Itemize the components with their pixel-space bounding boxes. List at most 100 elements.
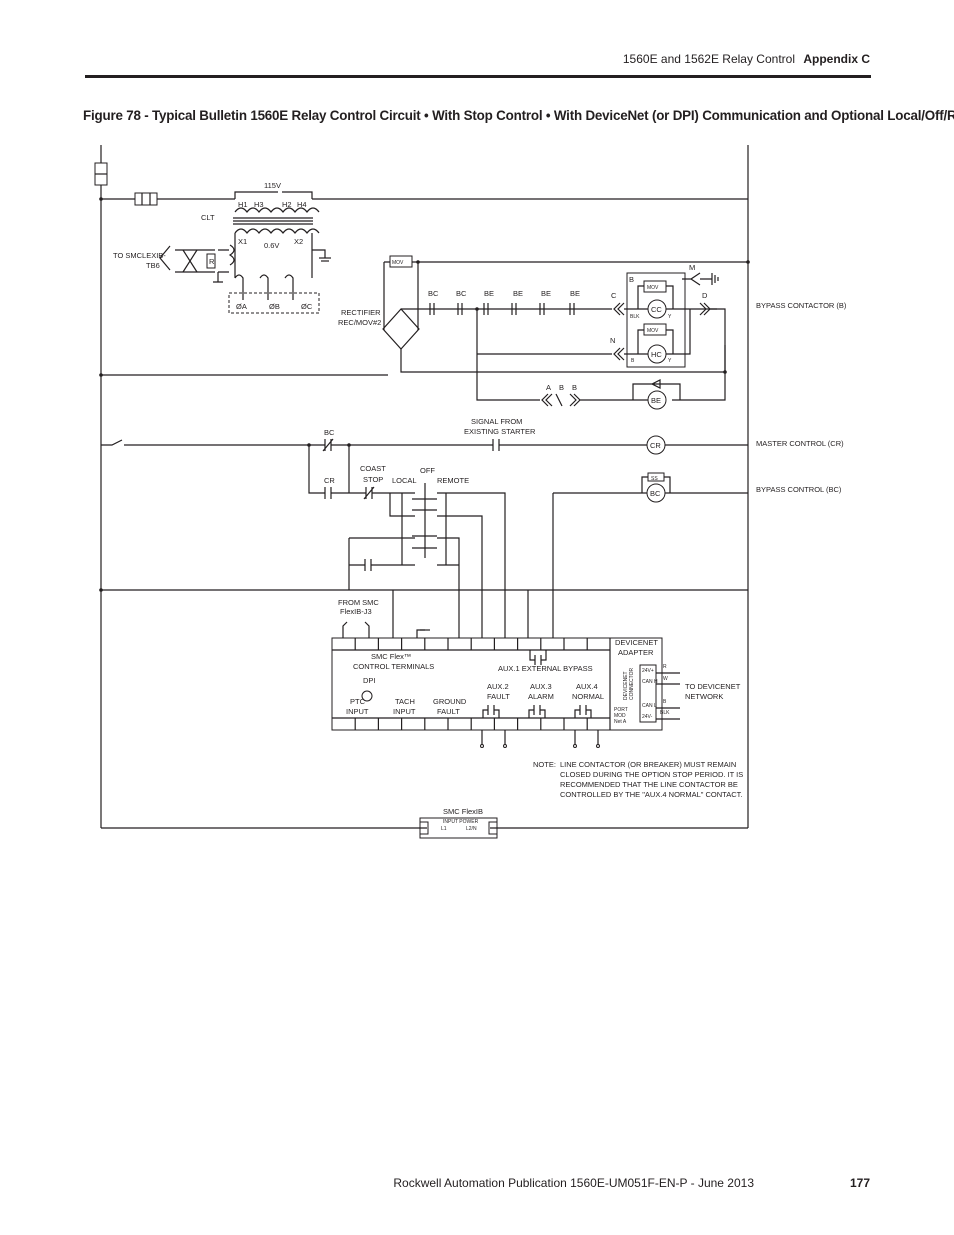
label-to-devicenet: TO DEVICENET [685,682,741,691]
label-contact-bc: BC [456,289,467,298]
pin-can-h: CAN H [642,679,658,685]
label-bypass-contactor: BYPASS CONTACTOR (B) [756,301,847,310]
label-phase-b: ØB [269,302,280,311]
master-control-section: CR BC SIGNAL FROM EXISTING STARTER MASTE… [101,417,844,455]
label-aux3: AUX.3 [530,682,552,691]
label-aux4: AUX.4 [576,682,598,691]
label-contact-bc: BC [428,289,439,298]
coil-hc: HC [651,350,662,359]
label-b: B [559,383,564,392]
label-rectifier: RECTIFIER [341,308,381,317]
label-tach: TACH [395,697,415,706]
label-h2: H2 [282,200,292,209]
wire-r: R [663,664,667,670]
smc-title: SMC Flex™ [371,652,411,661]
label-blk: BLK [630,314,640,320]
pin-24v-plus: 24V+ [642,668,654,674]
label-normal: NORMAL [572,692,604,701]
note-line: LINE CONTACTOR (OR BREAKER) MUST REMAIN [560,760,736,769]
transformer-section: 115V H1 H3 H2 H4 CLT X1 0.6V X2 R ØA ØB … [99,181,748,314]
note-line: RECOMMENDED THAT THE LINE CONTACTOR BE [560,780,738,789]
label-cr: CR [324,476,335,485]
label-fault: FAULT [487,692,510,701]
coil-bc: BC [650,489,661,498]
label-contact-be: BE [541,289,551,298]
label-devicenet-connector: DEVICENET [623,671,629,700]
label-phase-a: ØA [236,302,247,311]
wire-b: B [663,699,667,705]
label-h3: H3 [254,200,264,209]
wire-blk: BLK [660,710,670,716]
label-port: PORT [614,707,628,713]
label-bypass-control: BYPASS CONTROL (BC) [756,485,842,494]
label-contact-be: BE [484,289,494,298]
label-h1: H1 [238,200,248,209]
label-fault: FAULT [437,707,460,716]
note-line: CLOSED DURING THE OPTION STOP PERIOD. IT… [560,770,743,779]
label-mov: MOV [647,285,659,291]
coil-cc: CC [651,305,662,314]
label-x2: X2 [294,237,303,246]
label-ground: GROUND [433,697,467,706]
label-remote: REMOTE [437,476,469,485]
label-tb6: TB6 [146,261,160,270]
label-to-smclexib: TO SMCLEXIB- [113,251,166,260]
label-alarm: ALARM [528,692,554,701]
label-network: NETWORK [685,692,723,701]
label-flexib-j3: FlexIB-J3 [340,607,372,616]
label-0-6v: 0.6V [264,241,279,250]
label-adapter: ADAPTER [618,648,654,657]
label-115v: 115V [264,181,281,190]
label-existing-starter: EXISTING STARTER [464,427,536,436]
label-smc-flexib: SMC FlexIB [443,807,483,816]
label-m: M [689,263,695,272]
label-d: D [702,291,708,300]
label-input: INPUT [393,707,416,716]
page-number: 177 [849,1176,870,1190]
label-ss: SS [651,476,658,482]
header-section-title: 1560E and 1562E Relay Control [622,52,795,66]
figure-title: Figure 78 - Typical Bulletin 1560E Relay… [83,108,954,123]
label-b: B [572,383,577,392]
label-input-power: INPUT POWER [443,819,479,825]
power-rails [94,145,749,828]
label-off: OFF [420,466,435,475]
label-b: B [629,275,634,284]
label-l1: L1 [441,826,447,832]
label-y: Y [668,358,672,364]
label-r: R [209,257,215,266]
label-bc: BC [324,428,335,437]
smc-flex-terminal-block: FROM SMC FlexIB-J3 SMC Flex™ CONTROL TER… [331,590,741,748]
coil-be: BE [651,396,661,405]
note: NOTE: LINE CONTACTOR (OR BREAKER) MUST R… [533,760,743,799]
label-rec-mov2: REC/MOV#2 [338,318,381,327]
smc-flexib-power: SMC FlexIB INPUT POWER L1 L2/N [101,807,748,839]
label-n: N [610,336,615,345]
label-devicenet: DEVICENET [615,638,658,647]
label-mov: MOV [392,260,404,266]
label-connector: CONNECTOR [629,667,635,700]
label-input: INPUT [346,707,369,716]
label-signal-from: SIGNAL FROM [471,417,522,426]
note-label: NOTE: [533,760,556,769]
label-stop: STOP [363,475,383,484]
bypass-contactor-section: MOV RECTIFIER REC/MOV#2 BC BC BE BE BE B… [99,255,847,410]
label-aux2: AUX.2 [487,682,509,691]
label-from-smc: FROM SMC [338,598,379,607]
label-l2n: L2/N [466,826,477,832]
fuse-icon [134,192,158,206]
coil-cr: CR [650,441,661,450]
footer-publication: Rockwell Automation Publication 1560E-UM… [393,1176,754,1190]
label-contact-be: BE [513,289,523,298]
pin-can-l: CAN L [642,703,657,709]
label-master-control: MASTER CONTROL (CR) [756,439,844,448]
label-mov: MOV [647,328,659,334]
dpi-port-icon [361,690,373,702]
label-dpi: DPI [363,676,376,685]
smc-control-terminals: CONTROL TERMINALS [353,662,434,671]
bypass-control-section: CR COAST STOP LOCAL OFF REMOTE BC SS BYP… [99,445,842,592]
label-y: Y [668,314,672,320]
label-local: LOCAL [392,476,417,485]
header-rule [85,75,871,78]
note-line: CONTROLLED BY THE "AUX.4 NORMAL" CONTACT… [560,790,742,799]
